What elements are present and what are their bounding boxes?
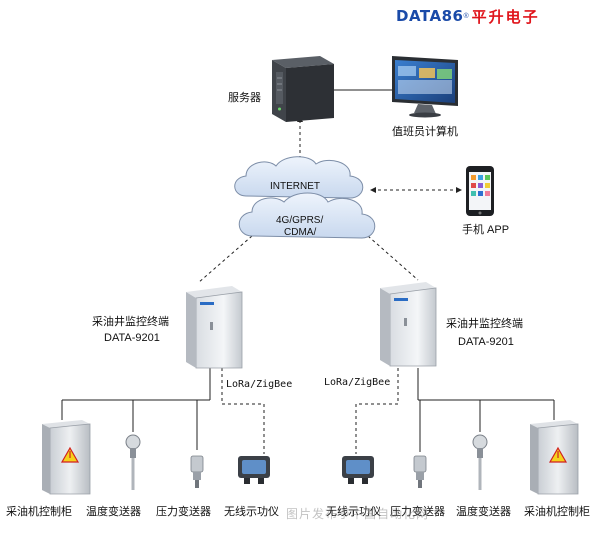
network-cloud-icon bbox=[238, 192, 376, 239]
device-left-dyno-label: 无线示功仪 bbox=[224, 506, 279, 518]
device-left-temp-label: 温度变送器 bbox=[86, 506, 141, 518]
smartphone-icon bbox=[466, 166, 494, 216]
duty-computer-label: 值班员计算机 bbox=[392, 126, 458, 138]
brand-logo-cn: 平升电子 bbox=[471, 7, 540, 26]
device-right-pressure-label: 压力变送器 bbox=[390, 506, 445, 518]
internet-cloud-icon bbox=[234, 156, 364, 199]
terminal-box-left-icon bbox=[186, 286, 243, 369]
registered-mark: ® bbox=[463, 12, 469, 20]
terminal-left-link: LoRa/ZigBee bbox=[226, 379, 293, 390]
device-left-pressure-label: 压力变送器 bbox=[156, 506, 211, 518]
cloud-right-terminal-link bbox=[367, 235, 419, 281]
terminal-right-link: LoRa/ZigBee bbox=[324, 377, 391, 388]
computer-icon bbox=[392, 56, 458, 118]
mobile-app-label: 手机 APP bbox=[462, 224, 510, 236]
cloud-left-terminal-link bbox=[197, 235, 253, 284]
network-label-line1: 4G/GPRS/ bbox=[276, 215, 324, 226]
wireless-dynamometer-left-icon bbox=[238, 456, 270, 484]
device-right-dyno-label: 无线示功仪 bbox=[326, 506, 381, 518]
brand-logo-en: DATA86 bbox=[396, 7, 464, 25]
brand-logo: DATA86 ® 平升电子 bbox=[396, 6, 540, 26]
terminal-box-right-icon bbox=[380, 282, 437, 367]
terminal-right-title: 采油井监控终端 bbox=[446, 318, 523, 330]
device-right-temp-label: 温度变送器 bbox=[456, 506, 511, 518]
terminal-left-title: 采油井监控终端 bbox=[92, 316, 169, 328]
server-icon bbox=[272, 56, 334, 122]
terminal-left-model: DATA-9201 bbox=[104, 332, 160, 344]
terminal-right-model: DATA-9201 bbox=[458, 336, 514, 348]
internet-label: INTERNET bbox=[270, 181, 320, 192]
temperature-transmitter-right-icon bbox=[472, 434, 488, 490]
wireless-dynamometer-right-icon bbox=[342, 456, 374, 484]
server-label: 服务器 bbox=[228, 92, 261, 104]
pressure-transmitter-right-icon bbox=[413, 455, 427, 488]
network-label-line2: CDMA/ bbox=[284, 227, 317, 238]
temperature-transmitter-left-icon bbox=[125, 434, 141, 490]
device-left-cabinet-label: 采油机控制柜 bbox=[6, 506, 72, 518]
watermark: 图片发布于中国自动化网 bbox=[286, 507, 430, 521]
pump-control-cabinet-left-icon bbox=[42, 420, 91, 495]
device-right-cabinet-label: 采油机控制柜 bbox=[524, 506, 590, 518]
connectors bbox=[61, 89, 555, 454]
pressure-transmitter-left-icon bbox=[190, 455, 204, 488]
pump-control-cabinet-right-icon bbox=[530, 420, 579, 495]
